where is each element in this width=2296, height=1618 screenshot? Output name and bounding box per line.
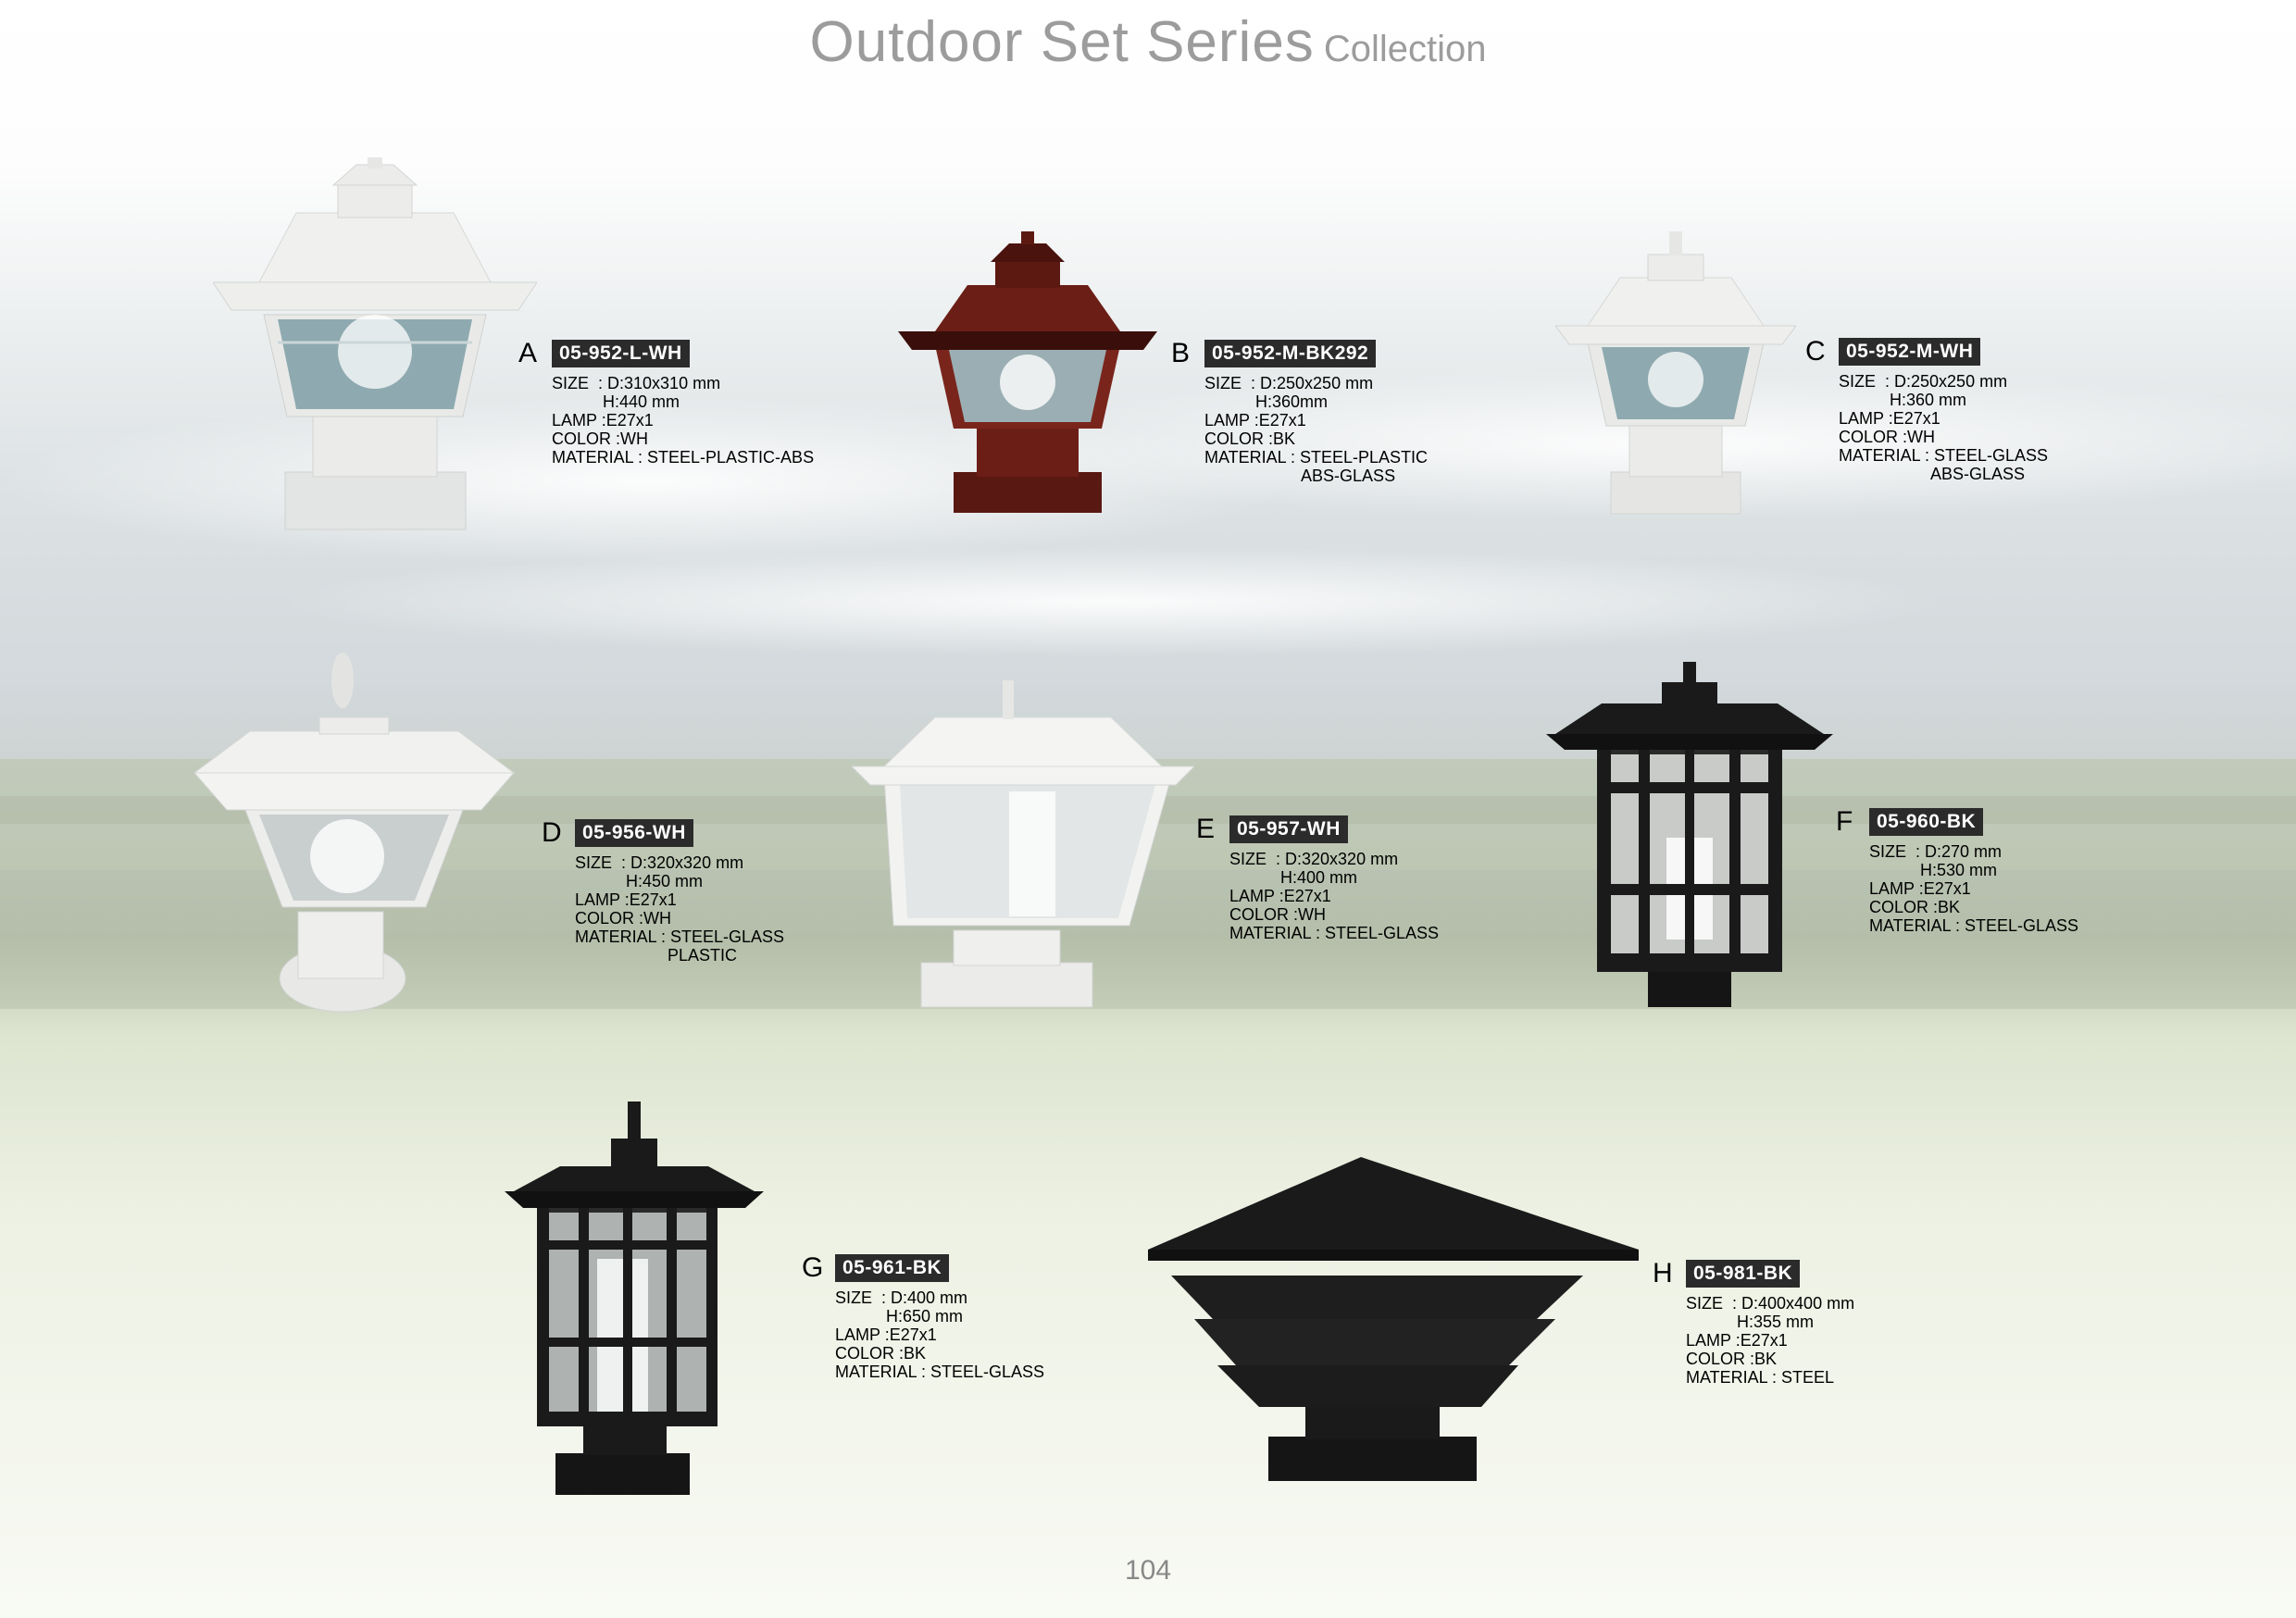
- product-letter: H: [1653, 1258, 1673, 1288]
- spec-line: MATERIAL : STEEL-GLASS: [1229, 924, 1440, 942]
- spec-line: LAMP :E27x1: [552, 411, 654, 429]
- spec-line: SIZE : D:250x250 mm: [1204, 374, 1374, 392]
- spec-line: H:355 mm: [1686, 1313, 1815, 1331]
- lamp-b-image: [898, 231, 1157, 513]
- spec-line: SIZE : D:250x250 mm: [1839, 372, 2008, 391]
- lamp-f-image: [1546, 662, 1833, 1007]
- spec-line: H:400 mm: [1229, 868, 1358, 887]
- product-specs: SIZE : D:250x250 mm H:360 mm LAMP :E27x1…: [1839, 372, 2048, 483]
- lamp-g-image: [505, 1101, 764, 1495]
- spec-line: LAMP :E27x1: [1686, 1331, 1788, 1350]
- product-a: A 05-952-L-WH SIZE : D:310x310 mm H:440 m…: [518, 337, 814, 467]
- spec-line: LAMP :E27x1: [1229, 887, 1331, 905]
- spec-line: ABS-GLASS: [1839, 465, 2026, 483]
- product-specs: SIZE : D:320x320 mm H:400 mm LAMP :E27x1…: [1229, 850, 1439, 942]
- product-specs: SIZE : D:310x310 mm H:440 mm LAMP :E27x1…: [552, 374, 814, 467]
- spec-line: H:440 mm: [552, 392, 680, 411]
- spec-line: MATERIAL : STEEL-GLASS: [1869, 916, 2079, 935]
- spec-line: ABS-GLASS: [1204, 467, 1396, 485]
- product-letter: D: [542, 817, 562, 848]
- product-c: C 05-952-M-WH SIZE : D:250x250 mm H:360 m…: [1805, 335, 2048, 483]
- product-d: D 05-956-WH SIZE : D:320x320 mm H:450 mm …: [542, 816, 784, 965]
- spec-line: LAMP :E27x1: [1839, 409, 1940, 428]
- spec-line: SIZE : D:310x310 mm: [552, 374, 721, 392]
- spec-line: COLOR :WH: [1839, 428, 1936, 446]
- product-f: F 05-960-BK SIZE : D:270 mm H:530 mm LAMP…: [1836, 805, 2078, 935]
- spec-line: H:360 mm: [1839, 391, 1967, 409]
- product-letter: E: [1196, 814, 1216, 844]
- spec-line: SIZE : D:270 mm: [1869, 842, 2003, 861]
- spec-line: SIZE : D:400 mm: [835, 1288, 968, 1307]
- spec-line: SIZE : D:400x400 mm: [1686, 1294, 1855, 1313]
- product-letter: G: [802, 1252, 824, 1283]
- product-code: 05-952-M-WH: [1839, 338, 1981, 366]
- lamp-e-image: [852, 680, 1194, 1008]
- product-letter: A: [518, 338, 538, 368]
- spec-line: H:650 mm: [835, 1307, 964, 1326]
- product-specs: SIZE : D:250x250 mm H:360mm LAMP :E27x1 …: [1204, 374, 1428, 485]
- spec-line: COLOR :WH: [575, 909, 672, 927]
- spec-line: MATERIAL : STEEL-GLASS: [575, 927, 785, 946]
- product-letter: C: [1805, 336, 1826, 367]
- product-code: 05-952-M-BK292: [1204, 340, 1377, 367]
- product-code: 05-952-L-WH: [552, 340, 690, 367]
- product-specs: SIZE : D:400 mm H:650 mm LAMP :E27x1 COL…: [835, 1288, 1044, 1381]
- lamp-h-image: [1148, 1157, 1639, 1481]
- spec-line: COLOR :WH: [552, 429, 649, 448]
- page-number: 104: [1124, 1555, 1172, 1586]
- product-code: 05-961-BK: [835, 1254, 950, 1282]
- lamp-d-image: [194, 653, 516, 1013]
- spec-line: COLOR :BK: [835, 1344, 927, 1363]
- spec-line: COLOR :WH: [1229, 905, 1327, 924]
- product-b: B 05-952-M-BK292 SIZE : D:250x250 mm H:36…: [1171, 337, 1428, 485]
- product-code: 05-956-WH: [575, 819, 693, 847]
- spec-line: SIZE : D:320x320 mm: [1229, 850, 1399, 868]
- spec-line: SIZE : D:320x320 mm: [575, 853, 744, 872]
- product-g: G 05-961-BK SIZE : D:400 mm H:650 mm LAMP…: [802, 1251, 1044, 1381]
- spec-line: H:530 mm: [1869, 861, 1998, 879]
- spec-line: H:450 mm: [575, 872, 704, 890]
- product-code: 05-981-BK: [1686, 1260, 1801, 1288]
- product-specs: SIZE : D:320x320 mm H:450 mm LAMP :E27x1…: [575, 853, 784, 965]
- spec-line: COLOR :BK: [1686, 1350, 1778, 1368]
- spec-line: LAMP :E27x1: [1204, 411, 1306, 429]
- spec-line: LAMP :E27x1: [1869, 879, 1971, 898]
- product-letter: F: [1836, 806, 1853, 837]
- spec-line: H:360mm: [1204, 392, 1329, 411]
- title-main: Outdoor Set Series: [809, 10, 1315, 74]
- lamp-a-image: [213, 157, 537, 530]
- spec-line: MATERIAL : STEEL: [1686, 1368, 1835, 1387]
- product-letter: B: [1171, 338, 1191, 368]
- lamp-c-image: [1555, 231, 1796, 515]
- spec-line: MATERIAL : STEEL-PLASTIC: [1204, 448, 1429, 467]
- spec-line: COLOR :BK: [1204, 429, 1296, 448]
- spec-line: MATERIAL : STEEL-PLASTIC-ABS: [552, 448, 815, 467]
- product-code: 05-957-WH: [1229, 815, 1348, 843]
- product-code: 05-960-BK: [1869, 808, 1984, 836]
- spec-line: PLASTIC: [575, 946, 738, 965]
- spec-line: MATERIAL : STEEL-GLASS: [835, 1363, 1045, 1381]
- product-e: E 05-957-WH SIZE : D:320x320 mm H:400 mm …: [1196, 813, 1439, 942]
- spec-line: COLOR :BK: [1869, 898, 1961, 916]
- spec-line: MATERIAL : STEEL-GLASS: [1839, 446, 2049, 465]
- product-specs: SIZE : D:270 mm H:530 mm LAMP :E27x1 COL…: [1869, 842, 2078, 935]
- product-h: H 05-981-BK SIZE : D:400x400 mm H:355 mm …: [1653, 1257, 1854, 1387]
- spec-line: LAMP :E27x1: [575, 890, 677, 909]
- title-sub: Collection: [1323, 29, 1487, 69]
- product-specs: SIZE : D:400x400 mm H:355 mm LAMP :E27x1…: [1686, 1294, 1854, 1387]
- spec-line: LAMP :E27x1: [835, 1326, 937, 1344]
